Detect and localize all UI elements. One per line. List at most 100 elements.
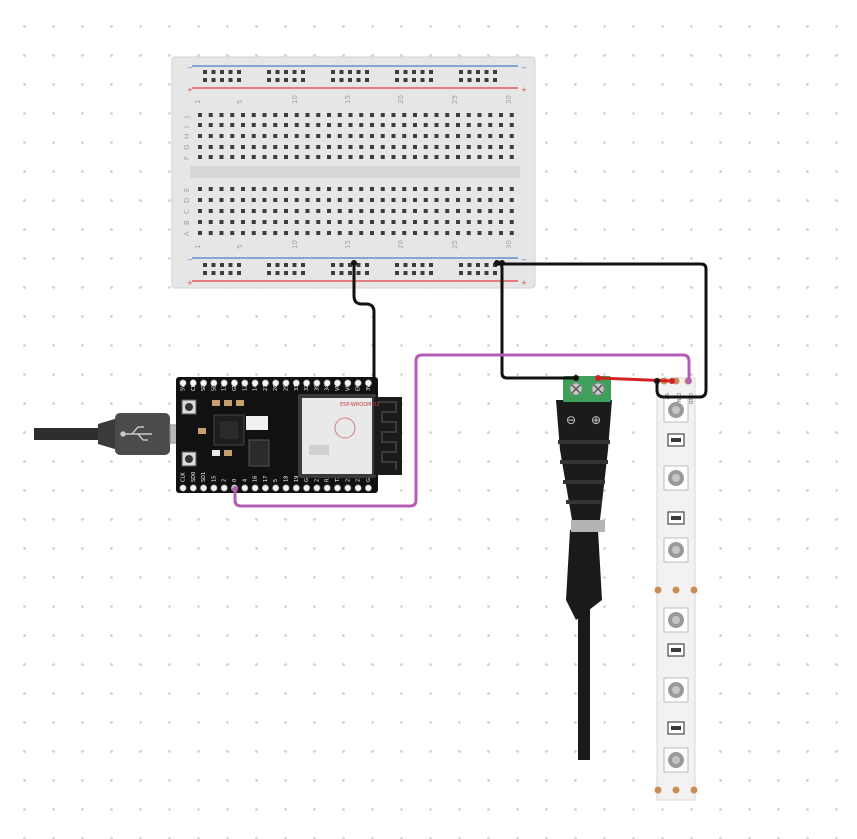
breadboard-hole[interactable] [499,113,503,117]
breadboard-hole[interactable] [316,220,321,224]
rail-hole[interactable] [493,78,497,82]
breadboard-hole[interactable] [273,155,278,159]
rail-hole[interactable] [467,70,472,74]
breadboard-hole[interactable] [273,209,278,213]
rail-hole[interactable] [356,78,361,82]
breadboard-hole[interactable] [445,209,450,213]
breadboard-hole[interactable] [305,155,310,159]
rail-hole[interactable] [301,271,305,275]
breadboard-hole[interactable] [230,113,235,117]
rail-hole[interactable] [228,70,233,74]
esp32-pin[interactable] [210,379,218,387]
rail-hole[interactable] [365,70,369,74]
breadboard-hole[interactable] [499,155,503,159]
breadboard-hole[interactable] [445,113,450,117]
breadboard-hole[interactable] [402,231,407,235]
wire-endpoint[interactable] [686,378,692,384]
rail-hole[interactable] [211,78,216,82]
breadboard-hole[interactable] [391,123,396,127]
breadboard-hole[interactable] [445,198,450,202]
breadboard-hole[interactable] [359,145,364,149]
breadboard-hole[interactable] [208,123,213,127]
breadboard-hole[interactable] [423,145,428,149]
breadboard-hole[interactable] [251,209,256,213]
rail-hole[interactable] [331,271,335,275]
breadboard-hole[interactable] [251,231,256,235]
wire-endpoint[interactable] [351,260,357,266]
rail-hole[interactable] [484,78,489,82]
rail-hole[interactable] [284,70,288,74]
breadboard-hole[interactable] [488,231,493,235]
breadboard-hole[interactable] [423,209,428,213]
breadboard-hole[interactable] [337,113,342,117]
breadboard-hole[interactable] [359,187,364,191]
breadboard-hole[interactable] [466,155,471,159]
wire-endpoint[interactable] [573,375,579,381]
breadboard-hole[interactable] [391,145,396,149]
breadboard-hole[interactable] [241,231,245,235]
esp32-pin[interactable] [210,484,218,492]
rail-hole[interactable] [412,70,416,74]
esp32-pin[interactable] [200,484,208,492]
rail-hole[interactable] [365,263,369,267]
breadboard-hole[interactable] [477,198,482,202]
breadboard-hole[interactable] [413,145,417,149]
esp32-pin[interactable] [231,379,239,387]
breadboard-hole[interactable] [477,187,482,191]
breadboard-hole[interactable] [359,220,364,224]
esp32-pin[interactable] [313,484,321,492]
breadboard-hole[interactable] [305,113,310,117]
breadboard-hole[interactable] [434,187,439,191]
breadboard-hole[interactable] [499,187,503,191]
breadboard-hole[interactable] [359,123,364,127]
breadboard-hole[interactable] [370,231,374,235]
breadboard-hole[interactable] [262,123,267,127]
breadboard-hole[interactable] [466,113,471,117]
esp32-pin[interactable] [303,379,311,387]
breadboard-hole[interactable] [423,231,428,235]
breadboard-hole[interactable] [230,209,235,213]
wire-endpoint[interactable] [595,375,601,381]
breadboard-hole[interactable] [434,220,439,224]
breadboard-hole[interactable] [284,155,288,159]
breadboard-hole[interactable] [456,198,460,202]
breadboard-hole[interactable] [262,145,267,149]
rail-hole[interactable] [403,70,408,74]
breadboard-hole[interactable] [198,187,202,191]
rail-hole[interactable] [331,70,335,74]
breadboard-hole[interactable] [316,134,321,138]
breadboard-hole[interactable] [499,231,503,235]
breadboard-hole[interactable] [284,187,288,191]
breadboard-hole[interactable] [273,231,278,235]
breadboard-hole[interactable] [509,113,514,117]
breadboard-hole[interactable] [337,220,342,224]
rail-hole[interactable] [412,78,416,82]
rail-hole[interactable] [356,70,361,74]
rail-hole[interactable] [412,271,416,275]
wire-gnd-esp32[interactable] [352,263,376,380]
rail-hole[interactable] [459,70,463,74]
esp32-pin[interactable] [292,379,300,387]
breadboard-hole[interactable] [348,134,353,138]
breadboard-hole[interactable] [327,220,331,224]
esp32-pin[interactable] [220,379,228,387]
rail-hole[interactable] [348,78,352,82]
esp32-pin[interactable] [333,379,341,387]
breadboard-hole[interactable] [284,231,288,235]
breadboard-hole[interactable] [380,220,385,224]
breadboard-hole[interactable] [208,134,213,138]
breadboard-hole[interactable] [348,220,353,224]
breadboard-hole[interactable] [477,134,482,138]
breadboard-hole[interactable] [230,187,235,191]
breadboard-hole[interactable] [499,209,503,213]
breadboard-hole[interactable] [434,123,439,127]
breadboard-hole[interactable] [445,145,450,149]
rail-hole[interactable] [275,263,280,267]
esp32-pin[interactable] [272,379,280,387]
rail-hole[interactable] [395,263,399,267]
breadboard-hole[interactable] [316,145,321,149]
breadboard-hole[interactable] [370,155,374,159]
rail-hole[interactable] [211,271,216,275]
breadboard-hole[interactable] [337,231,342,235]
breadboard-hole[interactable] [198,231,202,235]
